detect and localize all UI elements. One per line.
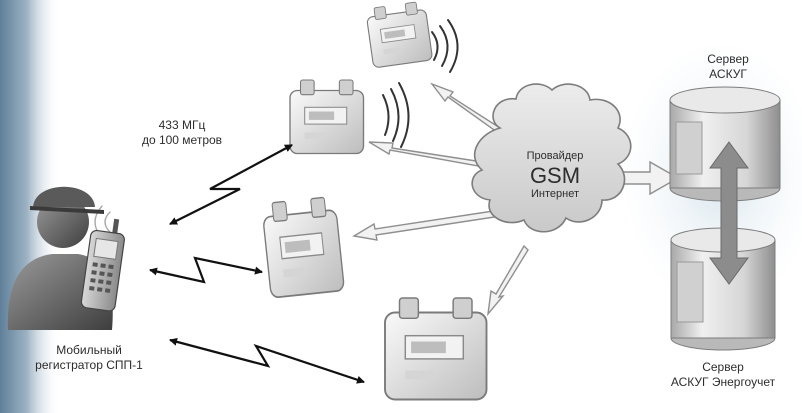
server-bottom-line2: АСКУГ Энергоучет [670,375,776,389]
radio-waves [94,19,459,239]
radio-range: до 100 метров [141,133,223,147]
server-bottom-line1: Сервер [702,360,744,374]
mobile-label: Мобильный регистратор СПП-1 [24,343,154,373]
cloud-internet-text: Интернет [531,187,579,200]
gas-meter-bottom [384,297,488,401]
server-sync-arrow [709,141,749,285]
mobile-line1: Мобильный [56,343,122,357]
phone-icon [80,218,125,312]
cloud-gsm-text: GSM [529,162,581,188]
mobile-line2: регистратор СПП-1 [35,358,143,372]
radio-link-middle [149,256,263,284]
radio-links [149,144,365,384]
server-top-line2: АСКУГ [709,67,747,81]
arrow-to-top-meter [429,82,502,133]
arrow-to-bottom-meter [486,244,529,317]
radio-link-lower [169,337,365,384]
cloud-label: Провайдер GSM Интернет [505,150,605,202]
arrow-to-middle-meter [352,209,502,241]
cloud-provider-text: Провайдер [526,150,584,162]
server-bottom-label: Сервер АСКУГ Энергоучет [650,360,796,390]
radio-link-upper [169,144,293,225]
radio-label: 433 МГц до 100 метров [124,118,240,148]
radio-frequency: 433 МГц [158,118,206,132]
server-top-line1: Сервер [707,52,749,66]
server-top-label: Сервер АСКУГ [680,52,776,82]
gsm-cloud [471,83,632,233]
gas-meter-upper [289,79,365,155]
